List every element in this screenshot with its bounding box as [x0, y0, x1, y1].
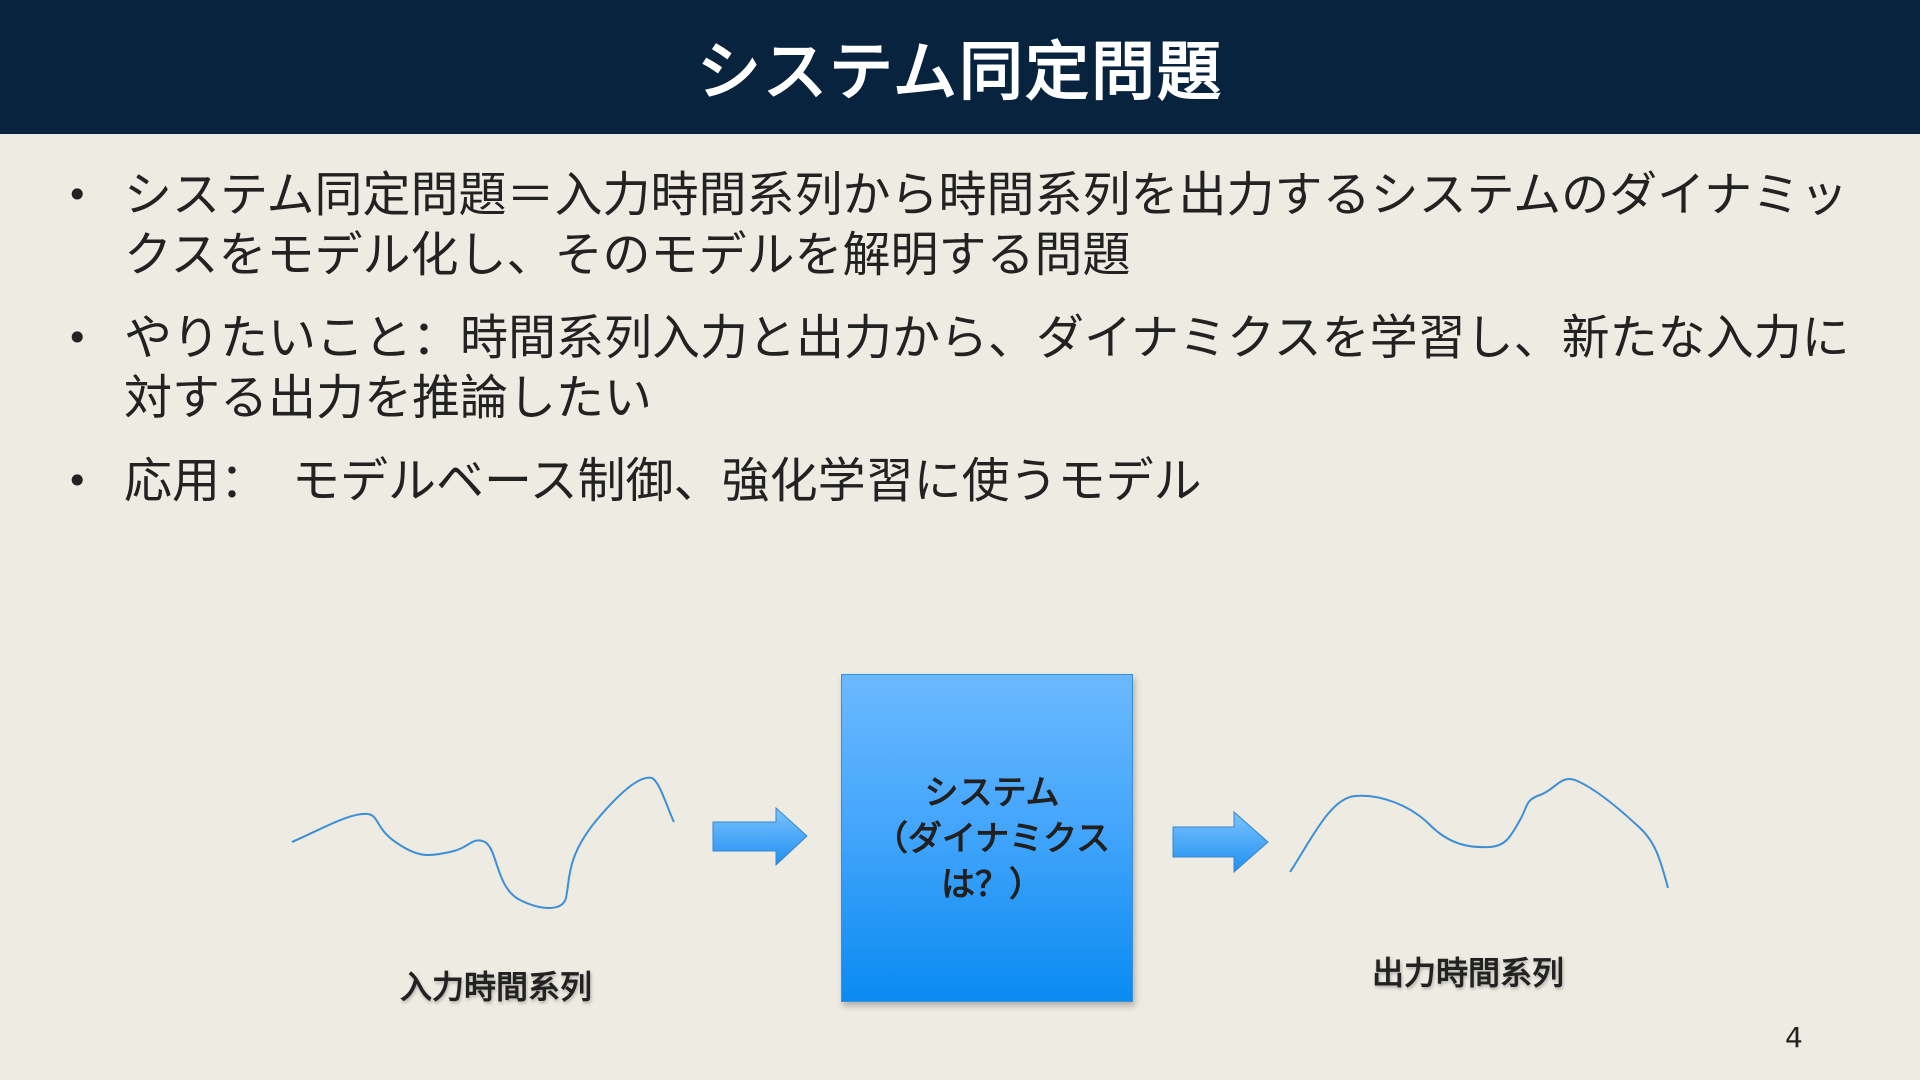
system-box-line: （ダイナミクス — [873, 819, 1111, 859]
input-signal-curve — [291, 776, 675, 909]
bullet-icon: • — [66, 316, 89, 360]
input-arrow-icon — [712, 806, 808, 867]
bullet-item: • やりたいこと：時間系列入力と出力から、ダイナミクスを学習し、新たな入力に対す… — [62, 308, 1862, 428]
page-number: 4 — [1785, 1021, 1803, 1054]
output-signal-curve — [1289, 778, 1669, 889]
slide-title: システム同定問題 — [696, 36, 1224, 110]
bullet-item: • システム同定問題＝入力時間系列から時間系列を出力するシステムのダイナミックス… — [62, 165, 1862, 285]
system-box — [841, 674, 1133, 1002]
slide-header: システム同定問題 — [0, 0, 1920, 134]
output-arrow-icon — [1172, 810, 1269, 874]
system-box-line: は？） — [941, 865, 1043, 905]
system-box-label: システム （ダイナミクス は？） — [862, 770, 1122, 908]
bullet-list: • システム同定問題＝入力時間系列から時間系列を出力するシステムのダイナミックス… — [62, 165, 1862, 534]
system-box-line: システム — [924, 773, 1060, 813]
input-series-label: 入力時間系列 — [400, 968, 593, 1006]
bullet-text: 応用： モデルベース制御、強化学習に使うモデル — [124, 453, 1202, 509]
output-series-label: 出力時間系列 — [1372, 954, 1565, 992]
bullet-icon: • — [66, 459, 89, 503]
bullet-item: • 応用： モデルベース制御、強化学習に使うモデル — [62, 451, 1862, 511]
bullet-icon: • — [66, 173, 89, 217]
bullet-text: やりたいこと：時間系列入力と出力から、ダイナミクスを学習し、新たな入力に対する出… — [124, 310, 1850, 426]
bullet-text: システム同定問題＝入力時間系列から時間系列を出力するシステムのダイナミックスをモ… — [124, 167, 1849, 283]
